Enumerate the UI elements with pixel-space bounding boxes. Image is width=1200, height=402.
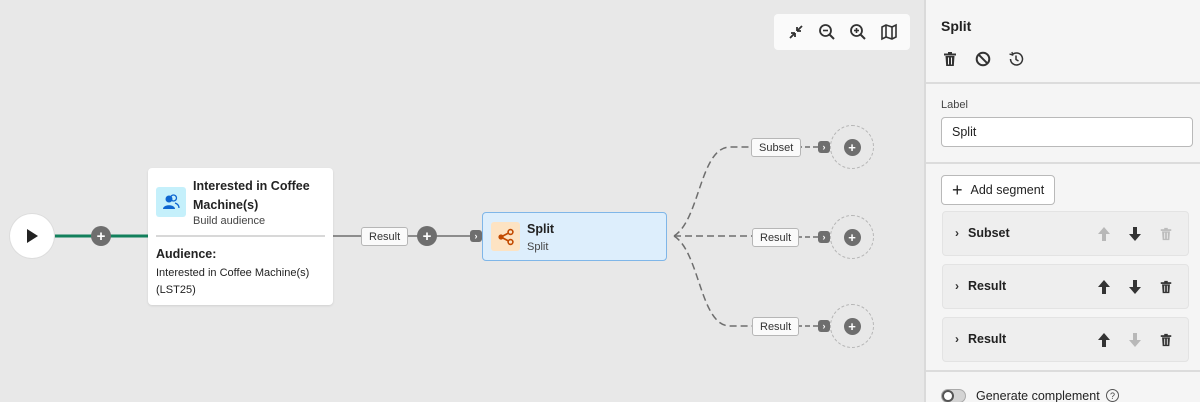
panel-title: Split (941, 18, 972, 34)
zoom-out-icon (818, 24, 835, 40)
delete-segment-button[interactable] (1156, 224, 1176, 244)
node-divider (156, 235, 325, 237)
add-icon: + (843, 138, 861, 156)
generate-complement-toggle[interactable] (941, 389, 966, 402)
connection-wires (54, 146, 818, 327)
zoom-toolbar (774, 14, 910, 50)
help-icon[interactable]: ? (1106, 389, 1119, 402)
panel-actions (940, 49, 1026, 69)
label-field-label: Label (941, 99, 968, 111)
move-up-button[interactable] (1094, 277, 1114, 297)
delete-icon (1160, 280, 1172, 294)
audience-value: Interested in Coffee Machine(s) (LST25) (156, 267, 310, 296)
split-icon-box (491, 222, 520, 251)
zoom-in-button[interactable] (845, 19, 871, 45)
branch-port: › (818, 141, 830, 153)
section-divider (926, 162, 1200, 164)
add-icon: + (843, 317, 861, 335)
audience-icon-box (156, 187, 186, 217)
history-button[interactable] (1006, 49, 1026, 69)
transition-label[interactable]: Result (361, 227, 409, 246)
add-activity-button[interactable]: + (417, 226, 437, 246)
move-down-button[interactable] (1125, 277, 1145, 297)
node-subtitle: Split (527, 241, 549, 253)
move-up-button[interactable] (1094, 224, 1114, 244)
delete-segment-button[interactable] (1156, 330, 1176, 350)
split-node[interactable]: Split Split (482, 212, 667, 261)
add-activity-slot[interactable]: + (830, 304, 874, 348)
build-audience-node[interactable]: Interested in Coffee Machine(s) Build au… (148, 168, 333, 305)
delete-icon (944, 52, 956, 66)
arrow-down-icon (1129, 333, 1141, 347)
chevron-right-icon[interactable]: › (955, 279, 959, 293)
move-up-button[interactable] (1094, 330, 1114, 350)
arrow-up-icon (1098, 280, 1110, 294)
node-title: Split (527, 222, 555, 236)
arrow-down-icon (1129, 280, 1141, 294)
audience-icon (163, 194, 180, 209)
add-segment-label: Add segment (970, 183, 1045, 197)
add-activity-button[interactable]: + (91, 226, 111, 246)
delete-icon (1160, 227, 1172, 241)
toggle-knob (942, 390, 954, 402)
move-down-button[interactable] (1125, 330, 1145, 350)
branch-port: › (818, 320, 830, 332)
input-port: › (470, 230, 482, 242)
segment-item[interactable]: › Subset (942, 211, 1189, 256)
collapse-icon (788, 25, 803, 39)
label-input[interactable] (941, 117, 1193, 147)
chevron-right-icon[interactable]: › (955, 332, 959, 346)
disable-button[interactable] (973, 49, 993, 69)
section-divider (926, 82, 1200, 84)
arrow-down-icon (1129, 227, 1141, 241)
collapse-button[interactable] (783, 19, 809, 45)
add-activity-slot[interactable]: + (830, 125, 874, 169)
node-subtitle: Build audience (193, 215, 266, 227)
add-segment-button[interactable]: + Add segment (941, 175, 1056, 205)
generate-complement-label: Generate complement (976, 389, 1100, 402)
delete-button[interactable] (940, 49, 960, 69)
arrow-up-icon (1098, 333, 1110, 347)
split-icon (497, 228, 514, 245)
node-title: Interested in Coffee Machine(s) (193, 179, 310, 212)
delete-segment-button[interactable] (1156, 277, 1176, 297)
start-node[interactable] (10, 214, 54, 258)
play-icon (27, 229, 38, 243)
branch-label[interactable]: Result (752, 228, 800, 247)
zoom-out-button[interactable] (814, 19, 840, 45)
segment-label: Result (968, 279, 1007, 293)
minimap-button[interactable] (876, 19, 902, 45)
segment-item[interactable]: › Result (942, 317, 1189, 362)
section-divider (926, 370, 1200, 372)
branch-label[interactable]: Subset (751, 138, 802, 157)
chevron-right-icon[interactable]: › (955, 226, 959, 240)
map-icon (880, 23, 897, 41)
arrow-up-icon (1098, 227, 1110, 241)
workflow-canvas[interactable]: + Interested in Coffee Machine(s) Build … (0, 0, 924, 402)
plus-icon: + (952, 180, 963, 200)
segment-item[interactable]: › Result (942, 264, 1189, 309)
history-icon (1009, 51, 1024, 66)
delete-icon (1160, 333, 1172, 347)
properties-panel: Split Label + Add segment › Subset › (924, 0, 1200, 402)
segment-label: Result (968, 332, 1007, 346)
segment-label: Subset (968, 226, 1010, 240)
branch-label[interactable]: Result (752, 317, 800, 336)
disable-icon (975, 51, 991, 67)
audience-label: Audience: (156, 247, 217, 261)
zoom-in-icon (849, 24, 866, 40)
move-down-button[interactable] (1125, 224, 1145, 244)
branch-port: › (818, 231, 830, 243)
add-activity-slot[interactable]: + (830, 215, 874, 259)
add-icon: + (843, 228, 861, 246)
